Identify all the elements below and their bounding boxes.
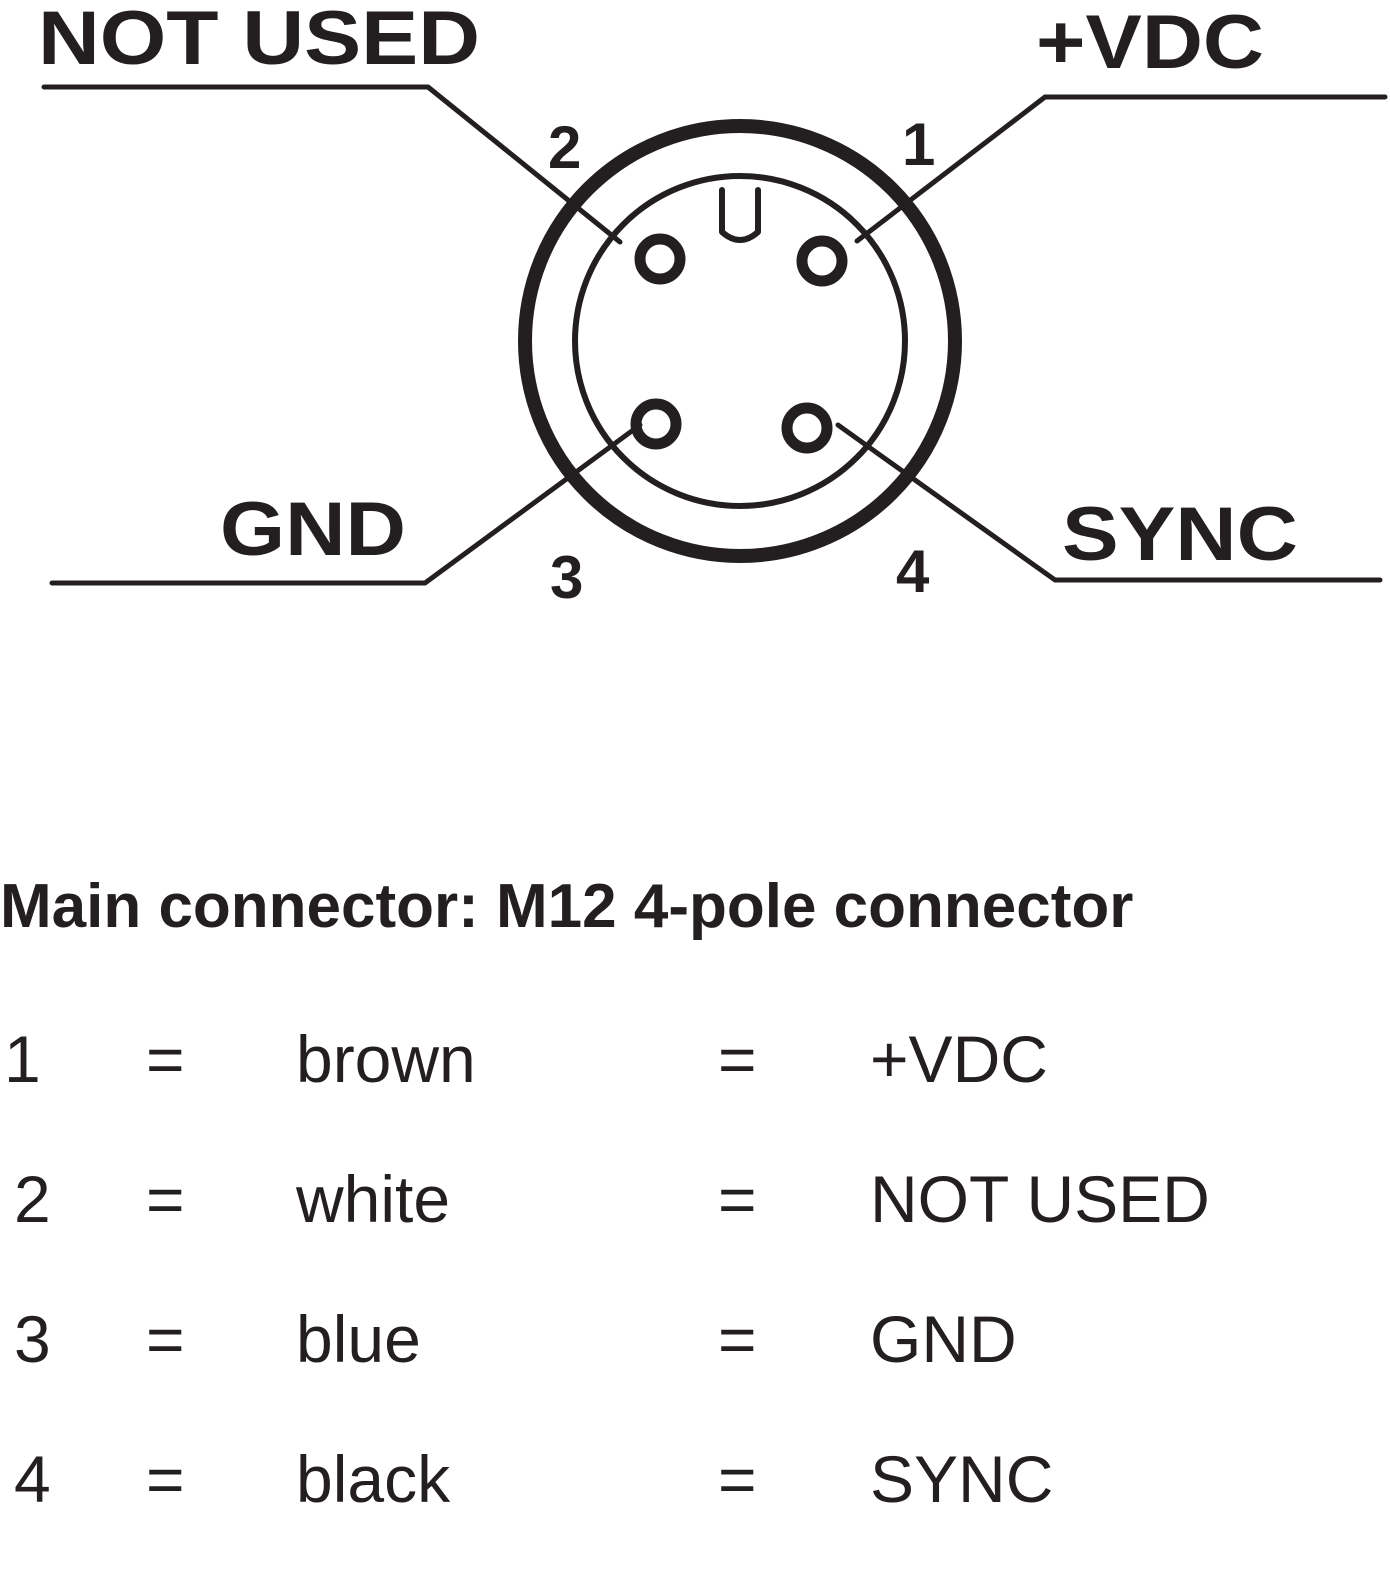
equals-sign: = bbox=[146, 1302, 185, 1376]
pin-row: 2 = white = NOT USED bbox=[0, 1152, 1390, 1292]
equals-sign: = bbox=[718, 1162, 757, 1236]
pin-number-4: 4 bbox=[896, 538, 930, 605]
pin-number-3: 3 bbox=[550, 544, 583, 611]
pin-number: 4 bbox=[14, 1442, 51, 1516]
coding-key-notch bbox=[719, 187, 761, 243]
pin-number-2: 2 bbox=[548, 114, 581, 181]
pin-signal: SYNC bbox=[870, 1442, 1054, 1516]
pin-number: 2 bbox=[14, 1162, 51, 1236]
wire-color: white bbox=[296, 1162, 451, 1236]
equals-sign: = bbox=[146, 1022, 185, 1096]
wire-color: black bbox=[296, 1442, 451, 1516]
pin-signal: +VDC bbox=[870, 1022, 1048, 1096]
pin-contact-3 bbox=[630, 398, 682, 450]
pin-contact-1 bbox=[796, 235, 848, 287]
pin-contact-2 bbox=[634, 233, 686, 285]
pin-number: 3 bbox=[14, 1302, 51, 1376]
pin-contact-4 bbox=[781, 402, 833, 454]
equals-sign: = bbox=[146, 1162, 185, 1236]
connector-inner-ring bbox=[572, 173, 908, 509]
pin-signal: GND bbox=[870, 1302, 1017, 1376]
pin-row: 1 = brown = +VDC bbox=[0, 1012, 1390, 1152]
label-not-used: NOT USED bbox=[38, 0, 480, 81]
label-sync: SYNC bbox=[1062, 492, 1298, 577]
pin-row: 4 = black = SYNC bbox=[0, 1432, 1390, 1572]
pin-row: 3 = blue = GND bbox=[0, 1292, 1390, 1432]
lead-line-gnd bbox=[49, 422, 643, 586]
pin-assignment-table: 1 = brown = +VDC 2 = white = NOT USED 3 … bbox=[0, 1012, 1390, 1572]
lead-line-sync bbox=[835, 422, 1383, 583]
pin-number-1: 1 bbox=[902, 111, 935, 178]
label-gnd: GND bbox=[220, 487, 406, 572]
pin-signal: NOT USED bbox=[870, 1162, 1210, 1236]
lead-line-vdc bbox=[854, 94, 1388, 244]
equals-sign: = bbox=[718, 1302, 757, 1376]
connector-outer-ring bbox=[518, 119, 962, 563]
equals-sign: = bbox=[146, 1442, 185, 1516]
wire-color: brown bbox=[296, 1022, 476, 1096]
connector-title: Main connector: M12 4-pole connector bbox=[0, 872, 1134, 941]
lead-line-not-used bbox=[41, 84, 623, 245]
equals-sign: = bbox=[718, 1442, 757, 1516]
label-vdc: +VDC bbox=[1036, 0, 1264, 85]
m12-connector-diagram: NOT USED +VDC GND SYNC 2 1 3 4 bbox=[38, 0, 1388, 611]
equals-sign: = bbox=[718, 1022, 757, 1096]
wire-color: blue bbox=[296, 1302, 421, 1376]
pin-number: 1 bbox=[4, 1022, 41, 1096]
